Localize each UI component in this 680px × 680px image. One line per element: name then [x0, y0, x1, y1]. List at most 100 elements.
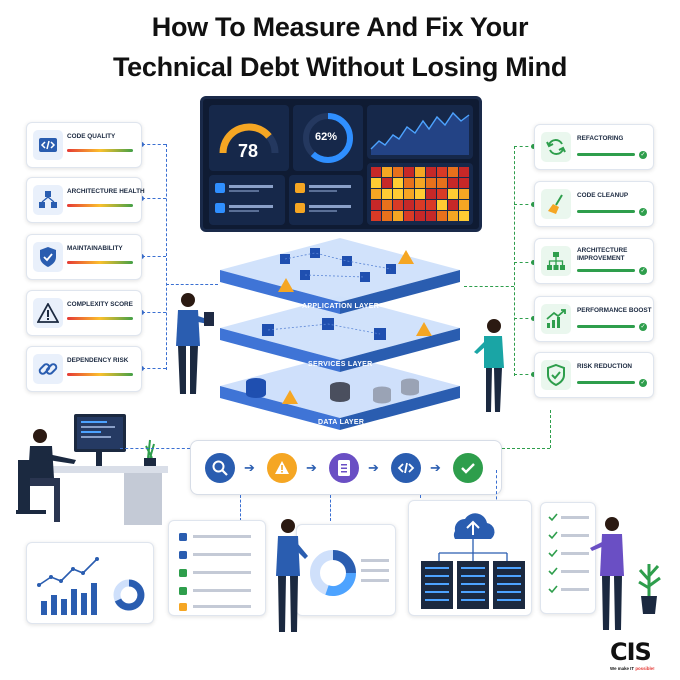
- gauge-value: 78: [238, 141, 259, 161]
- metric-bar: [67, 149, 133, 152]
- heatmap-cell: [404, 200, 414, 210]
- connector-line: [166, 144, 167, 370]
- chart-up-icon: [541, 304, 571, 334]
- connector-line: [464, 286, 514, 287]
- area-chart-icon: [370, 111, 470, 155]
- shield-icon: [33, 242, 63, 272]
- warning-icon: [398, 250, 414, 264]
- connector-line: [496, 470, 497, 510]
- services-layer-label: SERVICES LAYER: [308, 361, 373, 368]
- gauge-panel: 78: [209, 105, 289, 171]
- data-layer-label: DATA LAYER: [318, 419, 365, 426]
- heatmap-cell: [426, 178, 436, 188]
- dashboard-monitor: 78 62%: [200, 96, 482, 232]
- heatmap-cell: [448, 178, 458, 188]
- connector-line: [550, 410, 551, 448]
- hierarchy-icon: [541, 246, 571, 276]
- donut-chart-icon: [310, 550, 389, 597]
- document-icon: [329, 453, 359, 483]
- action-label: PERFORMANCE BOOST: [577, 307, 652, 314]
- network-icon: [33, 185, 63, 215]
- link-icon: [33, 354, 63, 384]
- connector-line: [514, 146, 515, 376]
- donut-report-card: [296, 524, 396, 616]
- action-label: CODE CLEANUP: [577, 192, 629, 199]
- connector-line: [330, 495, 331, 521]
- metric-label: COMPLEXITY SCORE: [67, 301, 133, 308]
- heatmap-cell: [459, 211, 469, 221]
- application-layer-label: APPLICATION LAYER: [302, 303, 380, 310]
- clipboard-card: [540, 502, 596, 614]
- action-label: REFACTORING: [577, 135, 624, 142]
- list-panel-1: [209, 175, 285, 225]
- line-chart-panel: [367, 105, 473, 159]
- heatmap-cell: [437, 200, 447, 210]
- metric-bar: [67, 317, 133, 320]
- heatmap-cell: [415, 178, 425, 188]
- heatmap-cell: [371, 189, 381, 199]
- connector-line: [142, 144, 166, 145]
- page-title-line-1: How To Measure And Fix Your: [151, 12, 529, 42]
- heatmap-cell: [448, 211, 458, 221]
- heatmap-cell: [393, 211, 403, 221]
- heatmap-cell: [382, 211, 392, 221]
- action-bar: [577, 210, 635, 213]
- connector-line: [166, 284, 218, 285]
- heatmap-icon: [371, 167, 469, 221]
- heatmap-cell: [437, 189, 447, 199]
- heatmap-cell: [426, 211, 436, 221]
- donut-value: 62%: [315, 131, 338, 143]
- warning-icon: [282, 390, 298, 404]
- metric-card-code-quality: CODE QUALITY: [26, 122, 142, 168]
- action-bar: [577, 381, 635, 384]
- connector-line: [514, 146, 534, 147]
- checklist-icon: [179, 533, 251, 611]
- check-icon: ✓: [639, 267, 647, 275]
- connector-line: [514, 318, 534, 319]
- person-with-tablet-illustration: [176, 293, 214, 394]
- gauge-arc: [219, 123, 272, 154]
- architecture-stack: [220, 238, 460, 430]
- arrow-right-icon: ➔: [244, 460, 255, 475]
- server-cloud-icon: [421, 513, 525, 609]
- list-icon: [295, 183, 351, 213]
- person-presenting-illustration: [276, 519, 308, 632]
- check-icon: ✓: [639, 379, 647, 387]
- heatmap-cell: [371, 167, 381, 177]
- arrow-right-icon: ➔: [430, 460, 441, 475]
- connector-line: [142, 256, 166, 257]
- connector-dot: [531, 316, 536, 321]
- donut-chart: [303, 113, 353, 163]
- action-bar: [577, 325, 635, 328]
- broom-icon: [541, 189, 571, 219]
- heatmap-cell: [393, 189, 403, 199]
- heatmap-cell: [404, 178, 414, 188]
- heatmap-cell: [382, 189, 392, 199]
- connector-line: [142, 198, 166, 199]
- metric-card-architecture-health: ARCHITECTURE HEALTH: [26, 177, 145, 223]
- heatmap-cell: [448, 200, 458, 210]
- heatmap-cell: [404, 167, 414, 177]
- metric-card-complexity-score: COMPLEXITY SCORE: [26, 290, 142, 336]
- person-pointing-illustration: [474, 319, 504, 412]
- search-icon: [205, 453, 235, 483]
- database-icons: [246, 378, 419, 404]
- heatmap-cell: [415, 200, 425, 210]
- company-logo: CIS We make IT possible!: [610, 638, 670, 674]
- heatmap-cell: [437, 178, 447, 188]
- heatmap-cell: [448, 189, 458, 199]
- arrow-right-icon: ➔: [368, 460, 379, 475]
- heatmap-cell: [426, 167, 436, 177]
- connector-line: [502, 448, 550, 449]
- heatmap-cell: [393, 167, 403, 177]
- heatmap-cell: [459, 200, 469, 210]
- metric-bar: [67, 373, 133, 376]
- action-card-code-cleanup: CODE CLEANUP ✓: [534, 181, 654, 227]
- action-card-performance-boost: PERFORMANCE BOOST ✓: [534, 296, 654, 342]
- heatmap-cell: [437, 167, 447, 177]
- action-bar: [577, 153, 635, 156]
- metric-bar: [67, 261, 133, 264]
- heatmap-cell: [459, 189, 469, 199]
- connector-line: [514, 262, 534, 263]
- page-title-line-2: Technical Debt Without Losing Mind: [112, 52, 568, 82]
